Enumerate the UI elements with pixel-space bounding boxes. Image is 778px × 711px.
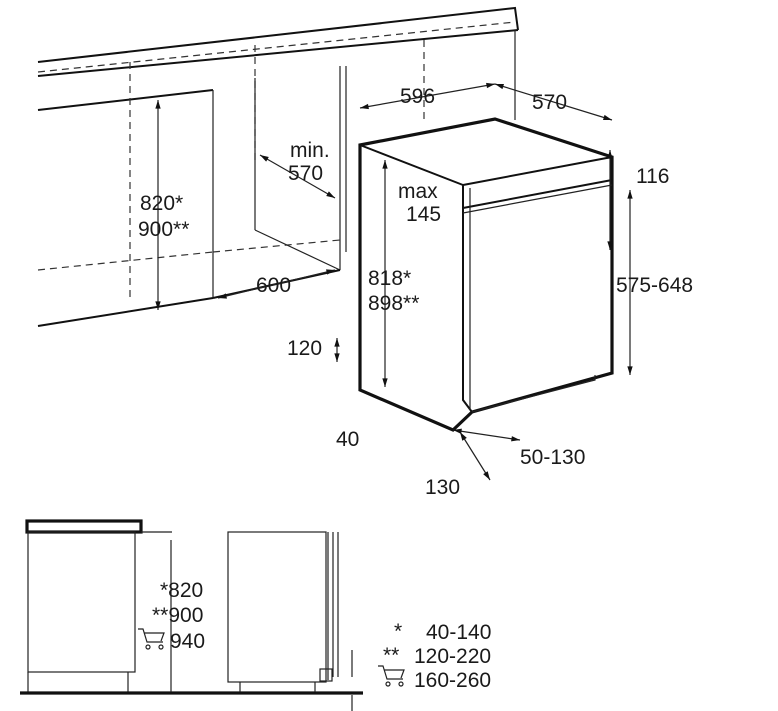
legend-value-3: 160-260	[414, 669, 491, 692]
door-panel-height-label: 575-648	[616, 274, 693, 297]
arrowhead	[486, 82, 495, 89]
appliance-width-label: 596	[400, 85, 435, 108]
legend-value-1: 40-140	[426, 621, 491, 644]
arrowhead	[326, 191, 335, 198]
panel-gap-value: 145	[406, 203, 441, 226]
arrowhead	[495, 83, 504, 90]
arrowhead	[511, 436, 520, 442]
side-view-drawings	[20, 519, 363, 711]
arrowhead	[326, 269, 335, 275]
side-height-label-2: **900	[152, 604, 203, 627]
arrowhead	[627, 366, 633, 375]
top-offset-label: 116	[636, 165, 669, 188]
arrowhead	[218, 293, 227, 299]
legend-value-2: 120-220	[414, 645, 491, 668]
cabinet-height-label-2: 900**	[138, 218, 189, 241]
plinth-depth-label: 130	[425, 476, 460, 499]
arrowhead	[453, 428, 462, 434]
niche-depth-value: 570	[288, 162, 323, 185]
arrowhead	[382, 160, 388, 169]
cart-icon	[138, 628, 165, 650]
arrowhead	[360, 103, 369, 110]
appliance-height-label-1: 818*	[368, 267, 411, 290]
side-height-label-1: *820	[160, 579, 203, 602]
arrowhead	[603, 114, 612, 121]
appliance-depth-label: 570	[532, 91, 567, 114]
arrowhead	[382, 378, 388, 387]
plinth-gap-label: 50-130	[520, 446, 585, 469]
plinth-height-label: 120	[287, 337, 322, 360]
panel-gap-max-label: max	[398, 180, 438, 203]
dishwasher-3d	[358, 117, 614, 432]
arrowhead	[607, 150, 613, 159]
niche-width-label: 600	[256, 274, 291, 297]
side-height-label-3: 940	[170, 630, 205, 653]
arrowhead	[627, 190, 633, 199]
arrowhead	[334, 353, 340, 362]
arrowhead	[334, 338, 340, 347]
arrowhead	[155, 100, 161, 109]
plinth-setback-label: 40	[336, 428, 359, 451]
arrowhead	[260, 155, 269, 162]
legend-marker-2: **	[383, 644, 399, 667]
cabinet-height-label-1: 820*	[140, 192, 183, 215]
cart-icon	[378, 665, 405, 687]
niche-depth-min-label: min.	[290, 139, 330, 162]
dimension-lines	[157, 83, 631, 481]
appliance-height-label-2: 898**	[368, 292, 419, 315]
arrowhead	[460, 432, 467, 441]
arrowhead	[483, 471, 490, 480]
arrowhead	[155, 301, 161, 310]
legend-marker-1: *	[394, 620, 402, 643]
arrowhead	[607, 241, 613, 250]
